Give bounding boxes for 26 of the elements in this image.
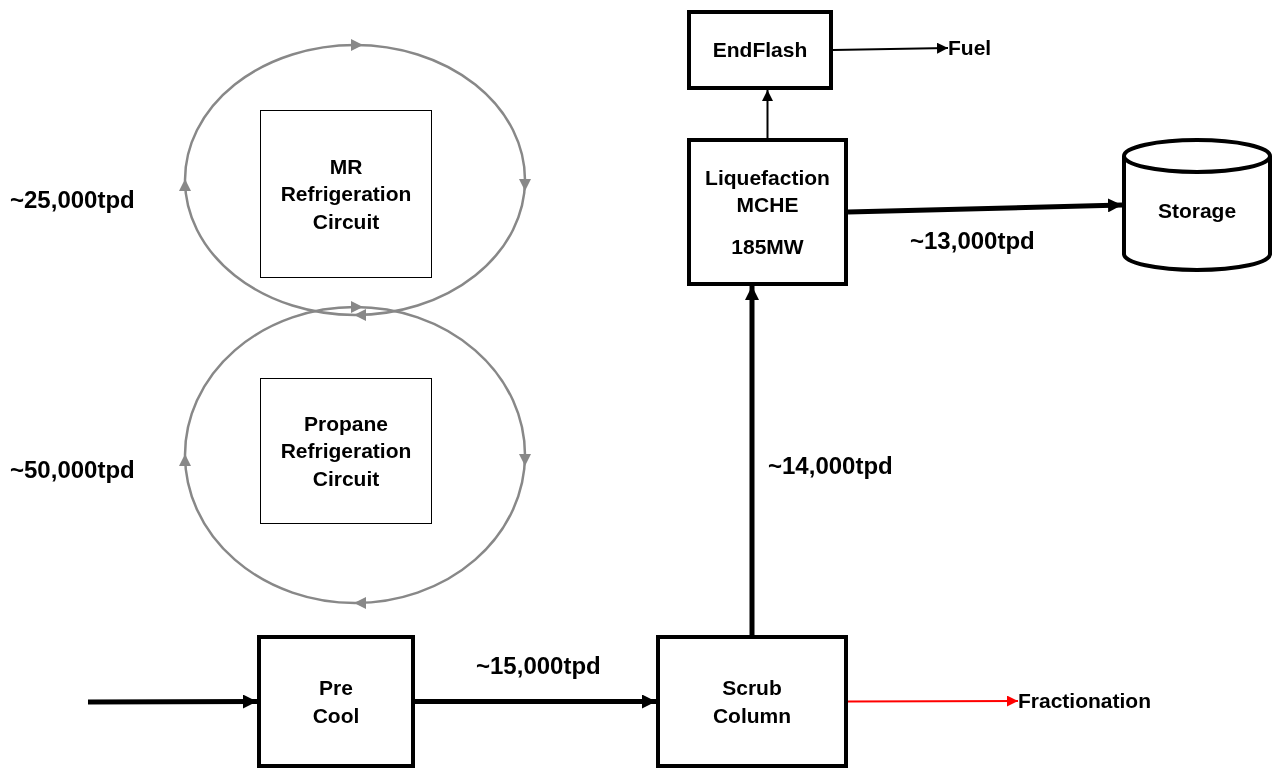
node-label: Fuel — [948, 35, 992, 62]
flow-rate-label: ~25,000tpd — [10, 186, 135, 214]
circuit-box — [260, 110, 432, 278]
process-box — [656, 635, 848, 768]
arrow — [847, 695, 1019, 707]
arrow — [847, 198, 1123, 215]
process-box — [257, 635, 415, 768]
arrow — [745, 286, 759, 635]
arrow — [415, 694, 656, 709]
process-box — [687, 10, 833, 90]
arrow — [88, 694, 257, 709]
process-box — [687, 138, 848, 286]
node-label: Propane Refrigeration Circuit — [279, 411, 413, 492]
arrow — [762, 89, 773, 139]
node-label: MR Refrigeration Circuit — [279, 154, 413, 235]
node-label: Liquefaction MCHE — [704, 165, 831, 219]
node-label: Fractionation — [1018, 688, 1151, 715]
arrow — [832, 42, 949, 54]
storage-tank — [1122, 138, 1272, 272]
node-note: 185MW — [731, 233, 804, 260]
flow-rate-label: ~50,000tpd — [10, 456, 135, 484]
node-label: Storage — [1157, 198, 1237, 225]
node-label: Scrub Column — [711, 675, 793, 729]
node-label: EndFlash — [712, 37, 808, 64]
circuit-box — [260, 378, 432, 524]
node-label: Pre Cool — [311, 675, 361, 729]
